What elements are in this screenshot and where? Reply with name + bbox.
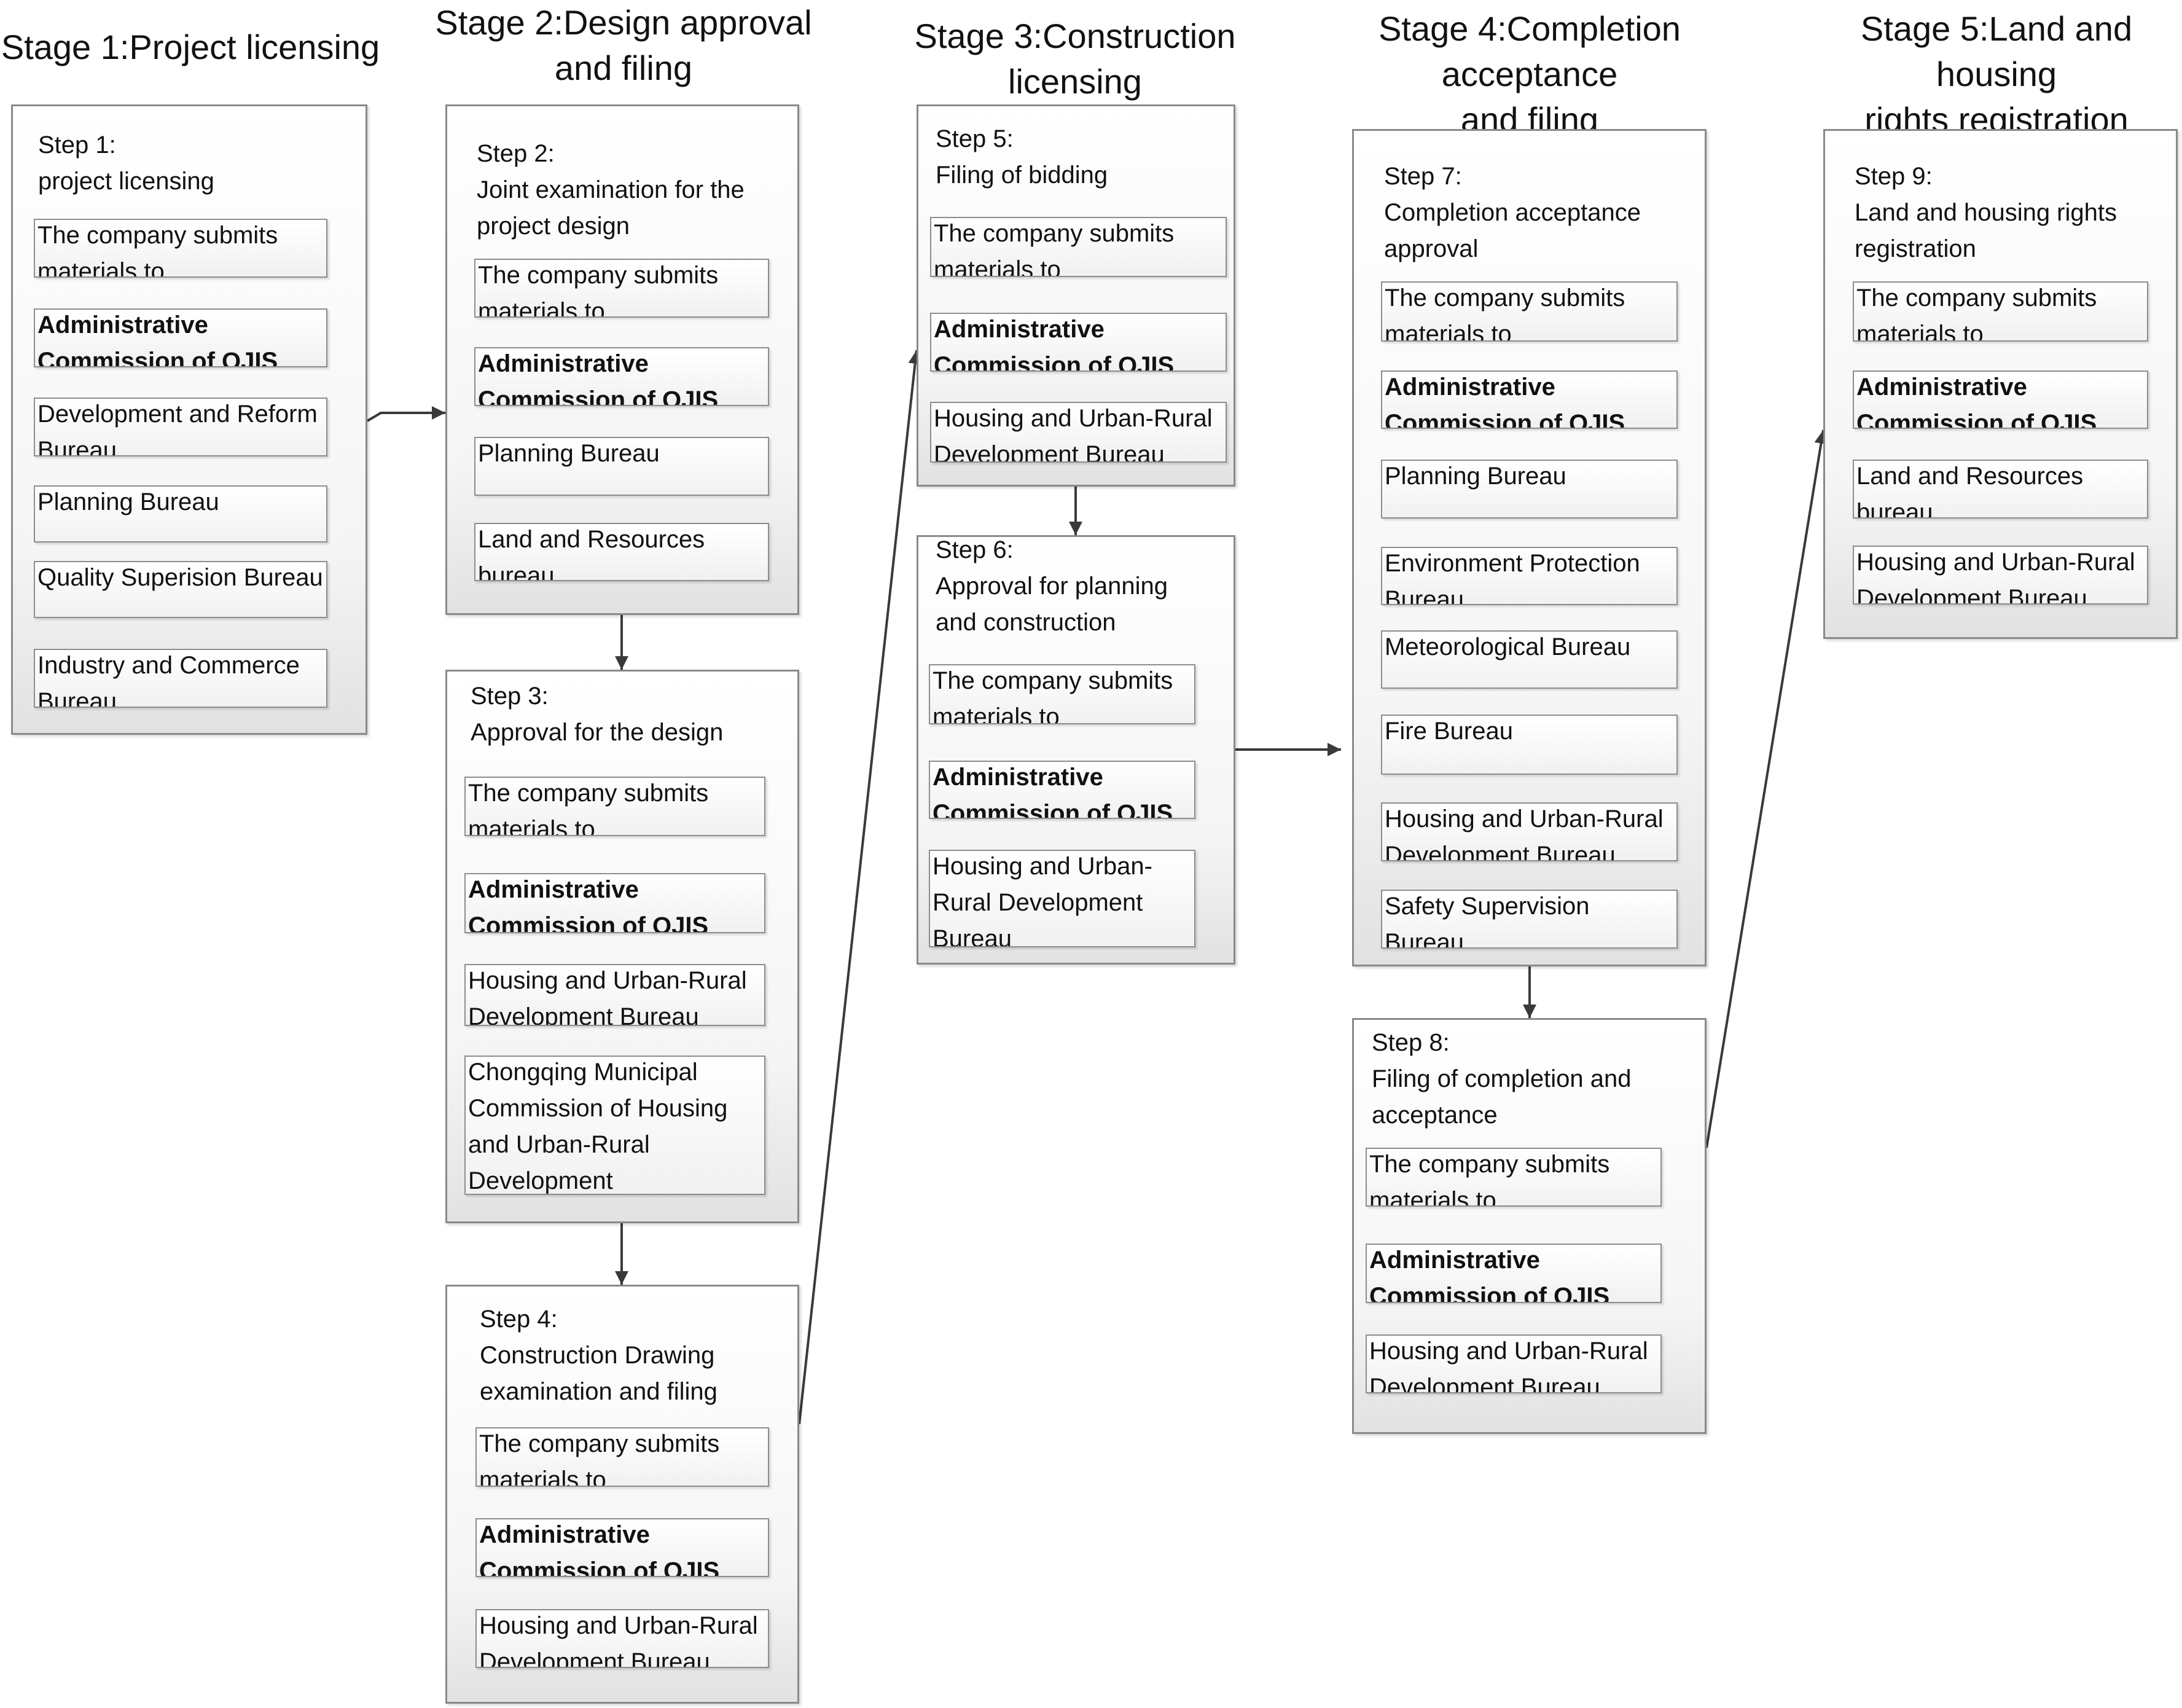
step7-node-7-text: Housing and Urban-Rural Development Bure…: [1385, 805, 1664, 861]
step6-node-2-text: Administrative Commission of QJIS: [933, 764, 1173, 819]
step1-node-4-text: Planning Bureau: [37, 488, 219, 515]
step3-node-2: Administrative Commission of QJIS: [464, 873, 765, 933]
step6-node-3: Housing and Urban- Rural Development Bur…: [929, 850, 1195, 947]
step9-node-4-text: Housing and Urban-Rural Development Bure…: [1856, 549, 2135, 605]
step2-node-4-text: Land and Resources bureau: [478, 526, 705, 581]
step4-node-3-text: Housing and Urban-Rural Development Bure…: [479, 1612, 758, 1668]
step2-node-2: Administrative Commission of QJIS: [474, 347, 769, 406]
step2-node-2-text: Administrative Commission of QJIS: [478, 350, 719, 406]
stage-title-1: Stage 1:Project licensing: [1, 28, 380, 66]
connector-arrow-37: [1705, 429, 1828, 1148]
step8-node-2-text: Administrative Commission of QJIS: [1369, 1247, 1610, 1303]
step9-node-2: Administrative Commission of QJIS: [1853, 370, 2148, 429]
step7-node-3-text: Planning Bureau: [1385, 463, 1566, 490]
step3-node-2-text: Administrative Commission of QJIS: [468, 876, 709, 933]
step4-label: Step 4: Construction Drawing examination…: [480, 1306, 718, 1405]
step6-node-3-text: Housing and Urban- Rural Development Bur…: [933, 853, 1152, 947]
step7-node-5-text: Meteorological Bureau: [1385, 633, 1631, 660]
step1-node-5: Quality Superision Bureau: [34, 561, 327, 618]
connector-arrow-19: [798, 350, 922, 1425]
step1-node-4: Planning Bureau: [34, 485, 327, 543]
step7-node-2-text: Administrative Commission of QJIS: [1385, 374, 1625, 429]
step1-node-3: Development and Reform Bureau: [34, 398, 327, 456]
stage-title-5: Stage 5:Land and housing rights registra…: [1860, 9, 2133, 139]
step6-node-1-text: The company submits materials to: [933, 667, 1173, 724]
stage-title-3: Stage 3:Construction licensing: [914, 17, 1236, 101]
step6-label: Step 6: Approval for planning and constr…: [936, 536, 1168, 636]
step1-node-2: Administrative Commission of QJIS: [34, 308, 327, 367]
step1-node-6: Industry and Commerce Bureau: [34, 649, 327, 708]
step4-node-1-text: The company submits materials to: [479, 1430, 720, 1487]
step8-node-2: Administrative Commission of QJIS: [1366, 1244, 1662, 1303]
step5-node-3-text: Housing and Urban-Rural Development Bure…: [934, 405, 1213, 463]
step3-node-3-text: Housing and Urban-Rural Development Bure…: [468, 967, 747, 1026]
step9-node-2-text: Administrative Commission of QJIS: [1856, 374, 2097, 429]
step1-node-5-text: Quality Superision Bureau: [37, 564, 323, 591]
step8-label: Step 8: Filing of completion and accepta…: [1372, 1029, 1632, 1129]
step7-label: Step 7: Completion acceptance approval: [1384, 163, 1641, 262]
step7-node-8: Safety Supervision Bureau: [1381, 890, 1678, 949]
step4-node-2: Administrative Commission of QJIS: [475, 1518, 769, 1577]
step9-node-1: The company submits materials to: [1853, 281, 2148, 342]
step7-node-6-text: Fire Bureau: [1385, 718, 1513, 745]
step5-node-1-text: The company submits materials to: [934, 220, 1175, 277]
step2-node-3: Planning Bureau: [474, 437, 769, 496]
step3-label: Step 3: Approval for the design: [471, 683, 724, 746]
step3-node-1: The company submits materials to: [464, 777, 765, 836]
step8-node-1: The company submits materials to: [1366, 1148, 1662, 1207]
step5-label: Step 5: Filing of bidding: [936, 125, 1108, 189]
step9-node-3: Land and Resources bureau: [1853, 460, 2148, 519]
step3-node-1-text: The company submits materials to: [468, 780, 709, 836]
step1-node-3-text: Development and Reform Bureau: [37, 401, 318, 456]
step3-node-4-text: Chongqing Municipal Commission of Housin…: [468, 1059, 728, 1194]
step7-node-8-text: Safety Supervision Bureau: [1385, 893, 1590, 949]
step8-node-3-text: Housing and Urban-Rural Development Bure…: [1369, 1338, 1648, 1393]
step9-node-3-text: Land and Resources bureau: [1856, 463, 2084, 519]
step5-node-3: Housing and Urban-Rural Development Bure…: [930, 402, 1227, 463]
step8-node-3: Housing and Urban-Rural Development Bure…: [1366, 1334, 1662, 1393]
step9-node-1-text: The company submits materials to: [1856, 284, 2097, 342]
connector-arrow-8: [366, 406, 445, 422]
step7-node-2: Administrative Commission of QJIS: [1381, 370, 1678, 429]
step8-node-1-text: The company submits materials to: [1369, 1151, 1610, 1207]
step6-node-2: Administrative Commission of QJIS: [929, 761, 1195, 819]
step1-node-6-text: Industry and Commerce Bureau: [37, 652, 300, 708]
step9-label: Step 9: Land and housing rights registra…: [1855, 163, 2117, 262]
step1-node-1-text: The company submits materials to: [37, 222, 278, 278]
step1-label: Step 1: project licensing: [38, 131, 214, 195]
step4-node-3: Housing and Urban-Rural Development Bure…: [475, 1609, 769, 1668]
step7-node-3: Planning Bureau: [1381, 460, 1678, 519]
step2-node-3-text: Planning Bureau: [478, 440, 660, 467]
step7-node-1: The company submits materials to: [1381, 281, 1678, 342]
step7-node-6: Fire Bureau: [1381, 715, 1678, 775]
step2-node-4: Land and Resources bureau: [474, 523, 769, 581]
step9-node-4: Housing and Urban-Rural Development Bure…: [1853, 546, 2148, 605]
step2-node-1: The company submits materials to: [474, 259, 769, 318]
step2-label: Step 2: Joint examination for the projec…: [477, 140, 745, 240]
step7-node-4-text: Environment Protection Bureau: [1385, 550, 1640, 605]
step3-node-3: Housing and Urban-Rural Development Bure…: [464, 964, 765, 1026]
step4-node-2-text: Administrative Commission of QJIS: [479, 1521, 720, 1577]
step7-node-4: Environment Protection Bureau: [1381, 547, 1678, 605]
step7-node-1-text: The company submits materials to: [1385, 284, 1625, 342]
step5-node-1: The company submits materials to: [930, 217, 1227, 277]
step1-node-2-text: Administrative Commission of QJIS: [37, 311, 278, 367]
step3-node-4: Chongqing Municipal Commission of Housin…: [464, 1056, 765, 1195]
step7-node-7: Housing and Urban-Rural Development Bure…: [1381, 802, 1678, 861]
step4-node-1: The company submits materials to: [475, 1427, 769, 1487]
step5-node-2: Administrative Commission of QJIS: [930, 313, 1227, 372]
stage-title-2: Stage 2:Design approval and filing: [435, 3, 812, 87]
step5-node-2-text: Administrative Commission of QJIS: [934, 316, 1175, 372]
step7-node-5: Meteorological Bureau: [1381, 630, 1678, 689]
step2-node-1-text: The company submits materials to: [478, 262, 719, 318]
step6-node-1: The company submits materials to: [929, 664, 1195, 724]
step1-node-1: The company submits materials to: [34, 219, 327, 278]
stage-title-4: Stage 4:Completion acceptance and filing: [1378, 9, 1681, 139]
